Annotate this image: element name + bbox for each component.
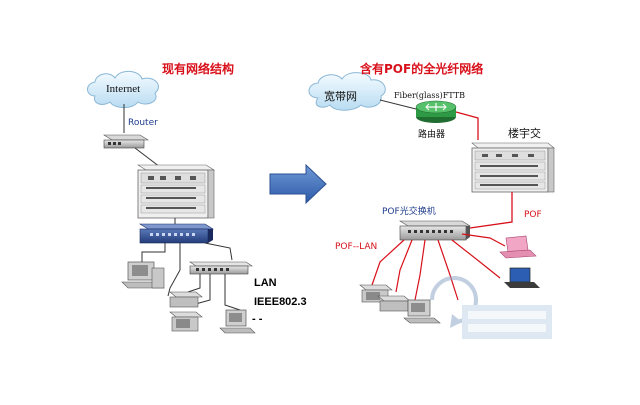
pof-link-line <box>461 233 506 247</box>
internet-label: Internet <box>106 83 141 95</box>
lan-label: LAN <box>254 277 277 289</box>
workstation-icon <box>169 311 203 332</box>
printer-icon <box>377 295 411 312</box>
broadband-label: 宽带网 <box>324 90 357 103</box>
router-label: Router <box>128 118 158 128</box>
internet-cloud-icon <box>87 70 159 109</box>
link-line <box>141 243 166 262</box>
continuation-dashes: - - <box>252 313 263 325</box>
pof-link-line <box>395 239 413 293</box>
laptop-icon <box>504 267 540 288</box>
link-line <box>379 99 421 111</box>
transition-arrow-icon <box>269 163 327 205</box>
printer-icon <box>169 291 203 308</box>
pof-link-line <box>371 239 405 286</box>
laptop-icon <box>499 235 537 259</box>
pof-link-line <box>437 239 459 301</box>
watermark-logo <box>430 276 552 339</box>
pof-link-line <box>414 239 426 301</box>
workstation-icon <box>219 309 256 334</box>
fiber-link-line <box>469 192 513 229</box>
left-title: 现有网络结构 <box>162 62 235 76</box>
workgroup-switch-icon <box>138 223 215 244</box>
pof-link-line <box>451 239 501 279</box>
link-line <box>187 274 201 293</box>
chassis-switch-icon <box>136 164 216 219</box>
building-switch-label: 楼宇交 <box>508 127 541 140</box>
link-line <box>204 242 233 261</box>
standard-label: IEEE802.3 <box>254 296 307 308</box>
fiber-link-line <box>455 111 479 140</box>
link-line <box>224 274 241 311</box>
pof-switch-label: POF光交换机 <box>382 207 436 217</box>
pof-switch-icon <box>398 220 472 241</box>
pof-lan-label: POF--LAN <box>335 242 378 252</box>
broadband-cloud-icon <box>308 72 386 111</box>
workstation-icon <box>121 261 165 289</box>
link-line <box>167 269 181 297</box>
router-icon <box>102 134 150 149</box>
router-cn-label: 路由器 <box>418 130 446 140</box>
router-icon <box>415 100 457 123</box>
lan-hub-icon <box>189 261 253 275</box>
chassis-switch-icon <box>471 142 555 193</box>
link-line <box>134 147 161 168</box>
pof-label: POF <box>524 210 542 220</box>
right-title: 含有POF的全光纤网络 <box>360 62 484 76</box>
fiber-label: Fiber(glass)FTTB <box>394 91 465 100</box>
workstation-icon <box>403 299 441 324</box>
